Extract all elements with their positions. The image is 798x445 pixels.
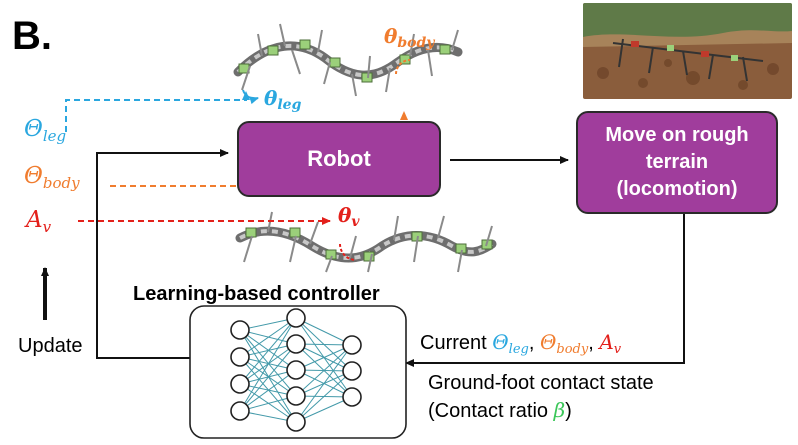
nn-connection xyxy=(239,317,297,412)
nn-node xyxy=(342,361,362,381)
current-params-label: Current Θleg, Θbody, Av xyxy=(420,330,622,357)
contact-state-label: Ground-foot contact state xyxy=(428,372,654,394)
nn-connection xyxy=(295,396,353,423)
nn-node xyxy=(286,334,306,354)
nn-connection xyxy=(295,317,353,346)
nn-connection xyxy=(239,343,297,412)
nn-node xyxy=(230,347,250,367)
nn-connection xyxy=(239,317,297,385)
neural-network xyxy=(189,305,407,439)
nn-connection xyxy=(295,344,353,423)
contact-ratio-label: (Contact ratio β) xyxy=(428,398,572,422)
nn-connection xyxy=(295,344,353,371)
param-theta-leg: Θleg xyxy=(24,116,67,145)
robot-box: Robot xyxy=(237,121,441,197)
terrain-to-controller-arrow xyxy=(405,212,685,367)
nn-node xyxy=(342,387,362,407)
nn-node xyxy=(230,401,250,421)
leg-dashed-arrow xyxy=(65,91,250,132)
flow-arrows xyxy=(96,149,685,367)
terrain-box-line3: (locomotion) xyxy=(616,178,738,200)
nn-node xyxy=(230,320,250,340)
controller-to-robot-arrow xyxy=(96,149,229,359)
nn-node xyxy=(230,374,250,394)
update-label: Update xyxy=(18,335,83,357)
nn-nodes xyxy=(230,308,362,432)
nn-node xyxy=(286,412,306,432)
robot-bottom-illustration xyxy=(235,211,497,273)
nn-connection xyxy=(295,344,353,397)
nn-connection xyxy=(295,370,353,423)
nn-connection xyxy=(239,317,297,358)
param-theta-body: Θbody xyxy=(24,163,80,192)
nn-node xyxy=(286,360,306,380)
robot-box-label: Robot xyxy=(307,146,371,171)
param-av: Av xyxy=(26,207,52,236)
robot-top-illustration xyxy=(233,23,463,105)
panel-label: B. xyxy=(12,14,52,58)
terrain-box-line2: terrain xyxy=(645,151,709,173)
controller-title: Learning-based controller xyxy=(133,283,380,305)
theta-leg-label: θleg xyxy=(264,86,302,113)
nn-connection xyxy=(239,369,297,412)
terrain-box-line1: Move on rough xyxy=(605,124,749,146)
nn-node xyxy=(286,386,306,406)
terrain-box: Move on rough terrain (locomotion) xyxy=(576,111,778,214)
theta-v-label: θv xyxy=(338,203,360,230)
theta-body-label: θbody xyxy=(384,24,435,51)
nn-node xyxy=(286,308,306,328)
nn-node xyxy=(342,335,362,355)
terrain-photo xyxy=(583,3,792,99)
